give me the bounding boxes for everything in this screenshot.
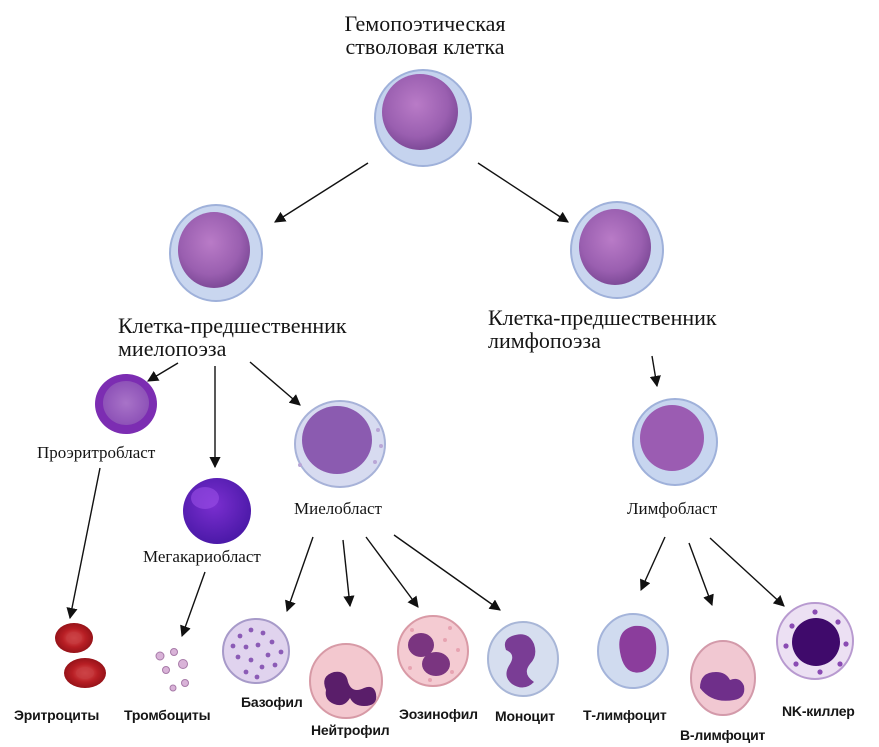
arrow-myeloid-to-myeloblast [250,362,300,405]
arrow-myeloblast-to-monocyte [394,535,500,610]
arrow-myeloblast-to-eosinophil [366,537,418,607]
myeloid-progenitor-label-line1: Клетка-предшественник [118,314,347,337]
neutrophil-cell [310,644,382,718]
thrombocytes-label: Тромбоциты [124,708,210,723]
myeloblast-cell [295,401,385,487]
basophil-label: Базофил [241,695,303,710]
proerythroblast-cell [95,374,157,434]
arrow-proerythroblast-to-erythrocytes [70,468,100,618]
neutrophil-label: Нейтрофил [311,723,389,738]
nk-killer-cell [777,603,853,679]
arrow-lymphoblast-to-nk-killer [710,538,784,606]
arrow-stem-to-lymphoid [478,163,568,222]
megakaryoblast-label: Мегакариобласт [143,548,261,566]
lymphoid-progenitor-label: Клетка-предшественник лимфопоэза [488,306,717,352]
arrow-stem-to-myeloid [275,163,368,222]
arrow-myeloblast-to-neutrophil [343,540,350,606]
t-lymphocyte-label: Т-лимфоцит [583,708,667,723]
myeloblast-label: Миелобласт [294,500,382,518]
stem-cell-label-line1: Гемопоэтическая [300,12,550,35]
erythrocytes-label: Эритроциты [14,708,99,723]
eosinophil-cell [398,616,468,686]
t-lymphocyte-cell [598,614,668,688]
arrow-megakaryoblast-to-thrombocytes [182,572,205,636]
monocyte-label: Моноцит [495,709,555,724]
stem-cell [375,70,471,166]
megakaryoblast-cell [183,478,251,544]
myeloid-progenitor-cell [170,205,262,301]
arrow-lymphoblast-to-t-lymphocyte [641,537,665,590]
arrow-lymphoblast-to-b-lymphocyte [689,543,712,605]
arrow-myeloid-to-proerythroblast [148,363,178,381]
monocyte-cell [488,622,558,696]
stem-cell-label: Гемопоэтическая стволовая клетка [300,12,550,58]
eosinophil-label: Эозинофил [399,707,478,722]
nk-killer-label: NK-киллер [782,704,855,719]
proerythroblast-label: Проэритробласт [37,444,155,462]
thrombocytes-cells [156,649,189,692]
erythrocytes-cells [55,623,106,688]
lymphoid-progenitor-label-line2: лимфопоэза [488,329,717,352]
b-lymphocyte-cell [691,641,755,715]
lymphoblast-label: Лимфобласт [627,500,717,518]
lymphoid-progenitor-cell [571,202,663,298]
lymphoid-progenitor-label-line1: Клетка-предшественник [488,306,717,329]
arrow-lymphoid-to-lymphoblast [652,356,657,386]
b-lymphocyte-label: В-лимфоцит [680,728,765,743]
arrow-myeloblast-to-basophil [287,537,313,611]
myeloid-progenitor-label-line2: миелопоэза [118,337,347,360]
lymphoblast-cell [633,399,717,485]
basophil-cell [223,619,289,683]
myeloid-progenitor-label: Клетка-предшественник миелопоэза [118,314,347,360]
stem-cell-label-line2: стволовая клетка [300,35,550,58]
